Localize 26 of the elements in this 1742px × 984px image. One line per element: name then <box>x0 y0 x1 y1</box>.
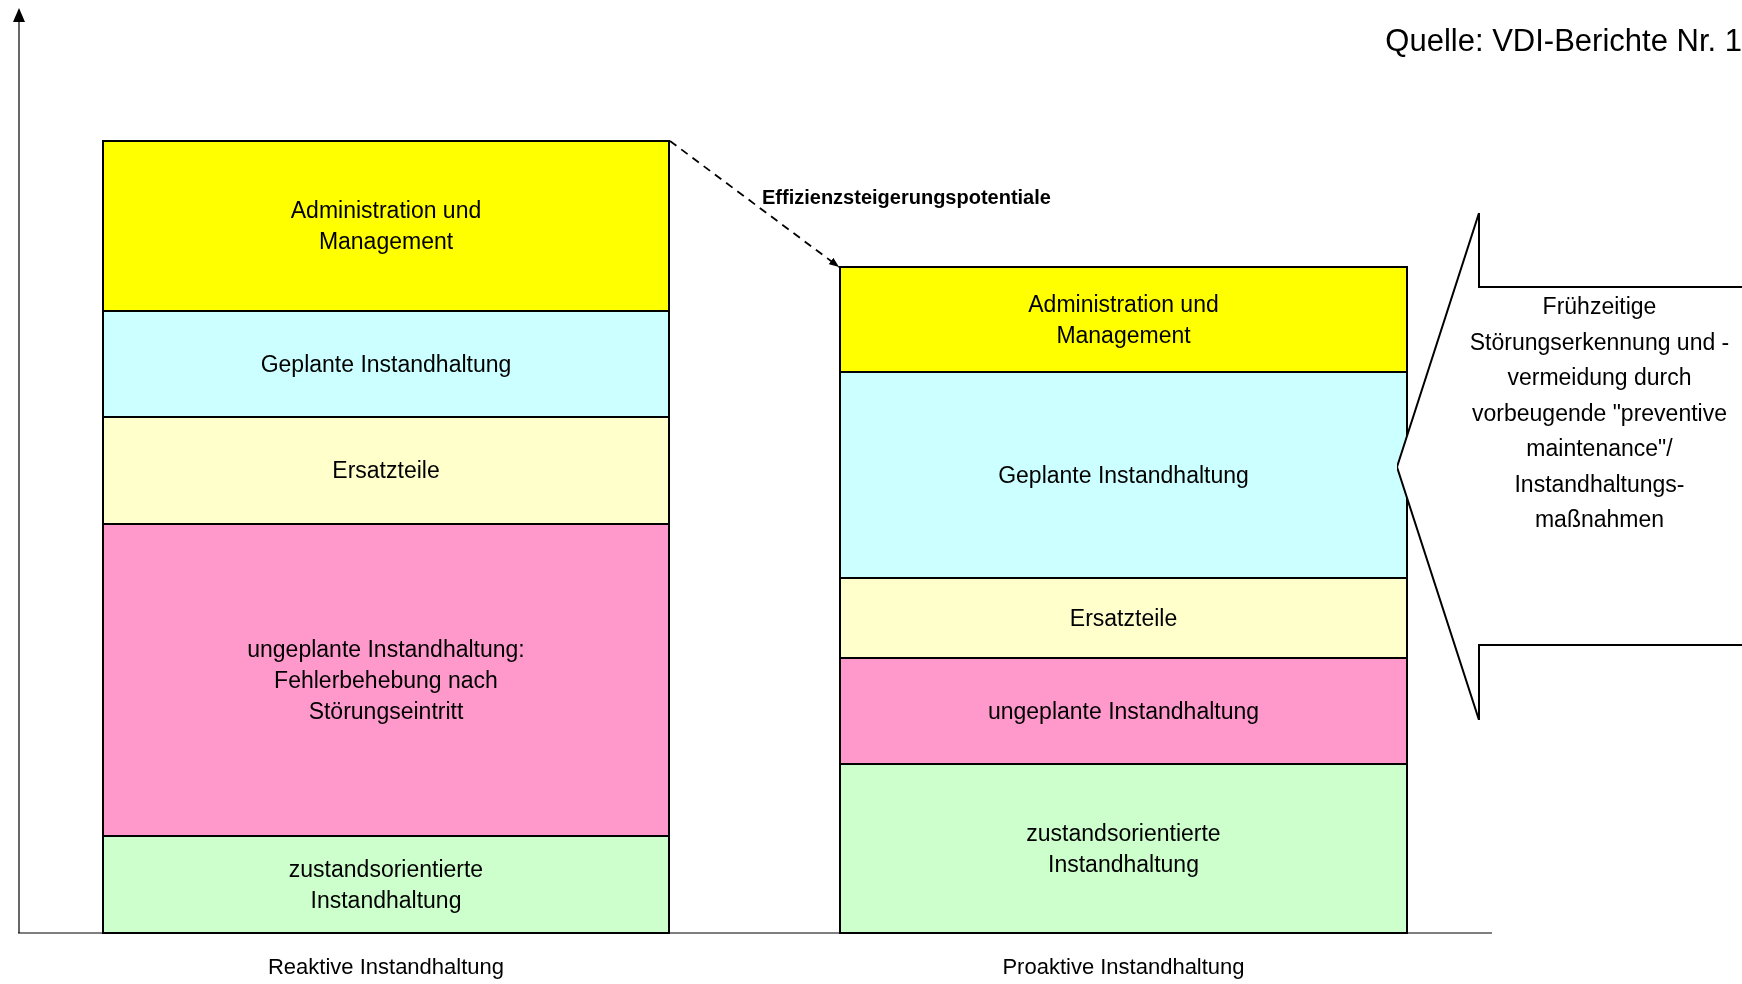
segment-label: Geplante Instandhaltung <box>998 460 1249 490</box>
segment-label: ungeplante Instandhaltung: Fehlerbehebung nach Störungseintritt <box>246 634 526 726</box>
cost-segment <box>102 835 670 934</box>
cost-segment <box>839 266 1408 373</box>
segment-label: Ersatzteile <box>1069 603 1178 633</box>
cost-segment <box>839 763 1408 934</box>
cost-segment <box>839 657 1408 765</box>
axis-label: Proaktive Instandhaltung <box>1001 953 1246 981</box>
segment-label: Geplante Instandhaltung <box>260 349 512 379</box>
segment-label: Administration und Management <box>289 196 483 256</box>
cost-segment <box>102 416 670 525</box>
cost-segment <box>102 310 670 418</box>
callout-text: Frühzeitige Störungserkennung und -vermeidung durch vorbeugende "preventive maintenance"/ Instandhaltungs-maßnahmen <box>1468 292 1731 534</box>
segment-label: zustandsorientierte Instandhaltung <box>287 854 485 915</box>
edge-label: Effizienzsteigerungspotentiale <box>762 185 1051 210</box>
segment-label: zustandsorientierte Instandhaltung <box>1025 818 1222 879</box>
segment-label: Ersatzteile <box>332 456 440 485</box>
segment-label: ungeplante Instandhaltung <box>987 696 1260 726</box>
source-note: Quelle: VDI-Berichte Nr. 1 <box>1384 22 1742 60</box>
axis-label: Reaktive Instandhaltung <box>266 953 506 981</box>
segment-label: Administration und Management <box>1027 289 1220 350</box>
dashed-arrow <box>669 140 840 268</box>
cost-segment <box>839 577 1408 659</box>
cost-segment <box>102 523 670 837</box>
cost-segment <box>102 140 670 312</box>
cost-segment <box>839 371 1408 579</box>
